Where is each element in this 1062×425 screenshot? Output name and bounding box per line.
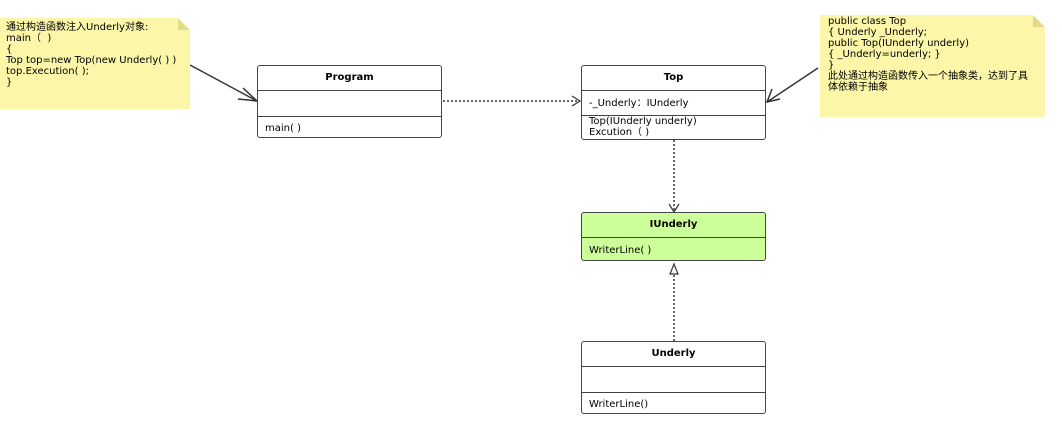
class-top-operation-2: Excution（ ): [589, 127, 650, 138]
class-program-attributes: [258, 91, 441, 117]
class-top[interactable]: Top -_Underly：IUnderly Top(IUnderly unde…: [581, 65, 766, 140]
note-left-line-3: {: [6, 44, 13, 55]
left-note-anchor-arrowhead: [237, 87, 260, 102]
class-iunderly[interactable]: IUnderly WriterLine( ): [581, 212, 766, 261]
note-right-line-3: public Top(IUnderly underly): [828, 38, 970, 49]
right-note-anchor-arrowhead: [765, 88, 781, 104]
underly-iunderly-realization-arrowhead: [669, 262, 679, 275]
note-right-line-2: { Underly _Underly;: [828, 27, 928, 38]
note-left-line-4: Top top=new Top(new Underly( ) ): [6, 55, 177, 66]
note-left-line-1: 通过构造函数注入Underly对象:: [6, 22, 149, 33]
class-top-operation-1: Top(IUnderly underly): [589, 116, 697, 127]
note-left-line-5: top.Execution( );: [6, 66, 89, 77]
class-top-attributes: -_Underly：IUnderly: [582, 91, 765, 116]
class-program-name: Program: [258, 66, 441, 91]
class-underly[interactable]: Underly WriterLine(): [581, 341, 766, 414]
note-right-line-4: { _Underly=underly; }: [828, 49, 941, 60]
right-note-anchor: [766, 67, 819, 103]
class-program-operations: main( ): [265, 123, 301, 134]
note-fold-icon: [178, 18, 190, 30]
class-top-name: Top: [582, 66, 765, 91]
note-right-line-1: public class Top: [828, 16, 907, 27]
class-program[interactable]: Program main( ): [257, 65, 442, 138]
note-right[interactable]: public class Top { Underly _Underly; pub…: [820, 15, 1045, 117]
note-right-line-5: }: [828, 60, 835, 71]
left-note-anchor: [189, 64, 258, 102]
class-iunderly-name: IUnderly: [582, 213, 765, 238]
class-iunderly-operations: WriterLine( ): [589, 245, 652, 256]
note-right-line-6: 此处通过构造函数传入一个抽象类，达到了具: [828, 71, 1028, 82]
note-left-line-2: main（ ): [6, 33, 52, 44]
note-right-line-7: 体依赖于抽象: [828, 82, 888, 93]
class-top-operations: Top(IUnderly underly) Excution（ ): [582, 116, 765, 138]
class-underly-name: Underly: [582, 342, 765, 367]
class-underly-attributes: [582, 367, 765, 393]
note-left-line-6: }: [6, 77, 13, 88]
note-fold-icon: [1033, 15, 1045, 27]
class-underly-operations: WriterLine(): [589, 399, 649, 410]
program-top-dependency-arrowhead: [571, 95, 582, 107]
note-left[interactable]: 通过构造函数注入Underly对象: main（ ) { Top top=new…: [0, 18, 190, 109]
